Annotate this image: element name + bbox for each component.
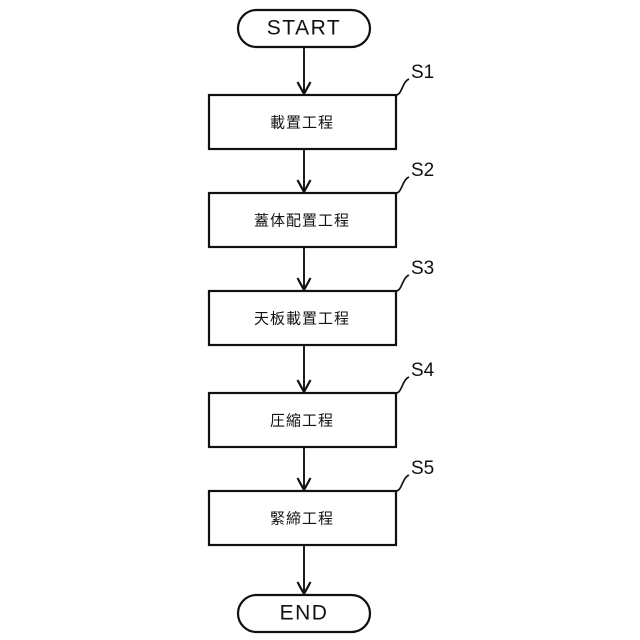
connector-s2-to-s3 [296,247,312,293]
process-box-s1-shape [207,93,398,151]
process-box-s5: 緊締工程 S5 [207,458,434,547]
connector-s4-to-s5 [296,447,312,493]
process-box-s3: 天板載置工程 S3 [207,258,434,347]
process-box-s4-shape [207,391,398,449]
end-terminal-label: END [280,602,329,625]
process-box-s5-shape [207,489,398,547]
leader-line-s4 [395,376,410,394]
connector-s1-to-s2 [296,149,312,195]
step-label-s3: S3 [411,258,434,279]
start-terminal: START [236,8,372,49]
process-box-s4: 圧縮工程 S4 [207,360,435,449]
process-box-s2-shape [207,191,398,249]
leader-line-s5 [395,474,410,492]
start-terminal-label: START [267,17,341,40]
process-box-s5-label: 緊締工程 [270,510,334,528]
process-box-s4-label: 圧縮工程 [270,412,334,430]
step-label-s5: S5 [411,458,434,479]
process-box-s1: 載置工程 S1 [207,62,434,151]
step-label-s1: S1 [411,62,434,83]
process-box-s2-label: 蓋体配置工程 [254,212,350,230]
connector-s5-to-end [296,545,312,597]
step-label-s2: S2 [411,160,434,181]
process-box-s3-label: 天板載置工程 [254,310,350,328]
connector-s3-to-s4 [296,345,312,395]
leader-line-s2 [395,176,410,194]
connector-start-to-s1 [296,47,312,97]
step-label-s4: S4 [411,360,435,381]
end-terminal: END [236,593,372,634]
leader-line-s1 [395,78,410,96]
process-box-s2: 蓋体配置工程 S2 [207,160,434,249]
leader-line-s3 [395,274,410,292]
end-terminal-shape [236,593,372,634]
process-box-s1-label: 載置工程 [270,114,334,132]
process-box-s3-shape [207,289,398,347]
